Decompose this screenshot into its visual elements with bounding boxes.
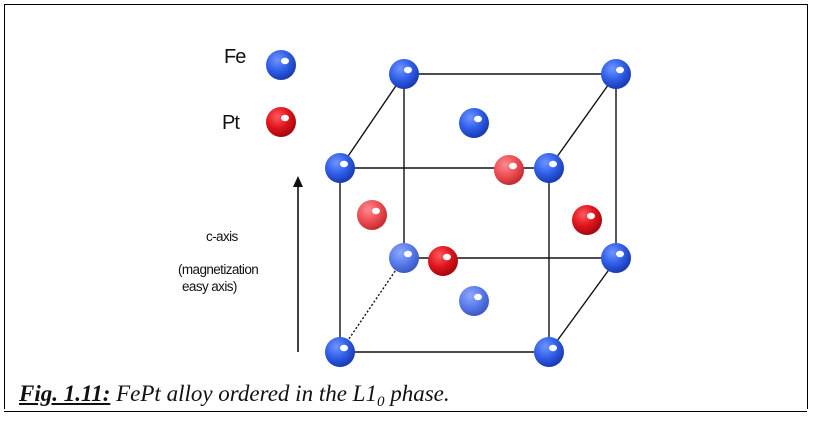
- fe-atom-back-top-right: [601, 59, 631, 89]
- edge-depth-top-right: [548, 73, 617, 169]
- figure-frame: [4, 4, 808, 409]
- fe-atom-front-bottom-left: [325, 337, 355, 367]
- legend-pt-label: Pt: [222, 112, 240, 134]
- c-axis-arrow: [293, 176, 303, 352]
- legend-pt-atom: [266, 107, 296, 137]
- fe-atom-back-bottom-right: [601, 243, 631, 273]
- pt-atom-left-face-center: [357, 200, 387, 230]
- c-axis-label-line3: easy axis): [182, 279, 237, 294]
- fe-atom-back-top-left: [389, 59, 419, 89]
- edge-depth-bottom-left: [339, 257, 405, 353]
- caption-subscript: 0: [376, 394, 385, 410]
- pt-atom-back-face-center: [494, 155, 524, 185]
- c-axis-label-line2: (magnetization: [178, 262, 259, 277]
- edge-depth-bottom-right: [548, 259, 617, 353]
- fe-atom-front-top-left: [325, 153, 355, 183]
- fe-atom-back-bottom-left: [389, 243, 419, 273]
- figure-number: Fig. 1.11:: [19, 381, 111, 406]
- fe-atom-front-top-right: [534, 153, 564, 183]
- legend-fe-atom: [266, 50, 296, 80]
- pt-atom-right-face-center: [572, 205, 602, 235]
- caption-suffix: phase.: [384, 381, 450, 406]
- edge-depth-top-left: [339, 73, 405, 169]
- pt-atom-front-face-center: [428, 246, 458, 276]
- c-axis-label-line1: c-axis: [206, 229, 238, 244]
- figure-caption: Fig. 1.11: FePt alloy ordered in the L10…: [19, 381, 450, 411]
- c-axis-label: c-axis (magnetization easy axis): [178, 228, 310, 295]
- fe-atom-top-face-center: [459, 108, 489, 138]
- figure-frame-bottom-rule: [4, 411, 807, 412]
- fe-atom-front-bottom-right: [534, 337, 564, 367]
- caption-text: FePt alloy ordered in the L1: [116, 381, 377, 406]
- fe-atom-bottom-face-center: [459, 286, 489, 316]
- legend-fe-label: Fe: [224, 46, 246, 68]
